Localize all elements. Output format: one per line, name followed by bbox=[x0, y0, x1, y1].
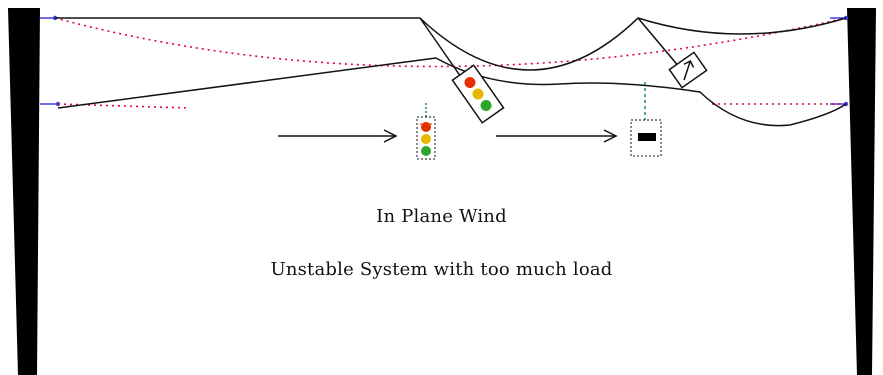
right-arrow-icon bbox=[278, 129, 398, 143]
attachment-points bbox=[40, 15, 849, 107]
left-pole bbox=[8, 8, 40, 375]
tether-wire-left bbox=[57, 57, 437, 109]
static-wire-reference bbox=[54, 17, 847, 109]
traffic-signal bbox=[451, 64, 505, 124]
static-tether-left bbox=[57, 103, 191, 109]
right-arrow-icon bbox=[496, 129, 618, 143]
arrow-sign-icon bbox=[683, 60, 695, 81]
reference-signal bbox=[416, 103, 436, 160]
tether-wire-right bbox=[435, 57, 847, 127]
caption-subtitle: Unstable System with too much load bbox=[270, 259, 613, 280]
displaced-cables bbox=[55, 17, 847, 127]
reference-sign bbox=[630, 82, 662, 157]
wind-arrows bbox=[278, 129, 618, 143]
span-wire-right-segment bbox=[419, 17, 847, 71]
caption-title: In Plane Wind bbox=[376, 206, 507, 227]
sign bbox=[668, 51, 708, 89]
right-pole bbox=[847, 8, 876, 375]
static-span-wire bbox=[54, 17, 847, 68]
sign-hanger bbox=[637, 17, 681, 69]
